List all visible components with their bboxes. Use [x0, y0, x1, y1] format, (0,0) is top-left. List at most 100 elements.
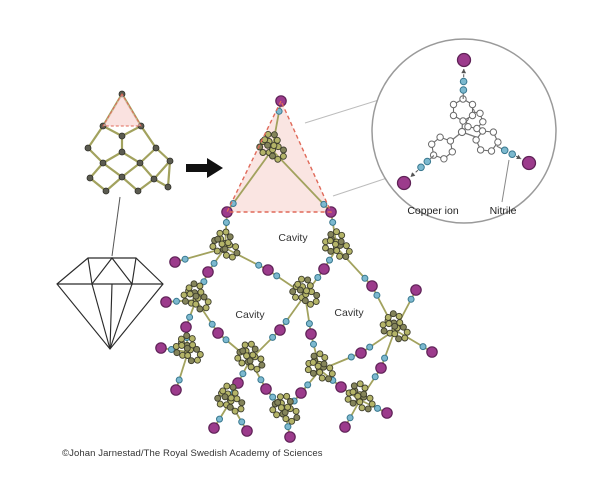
- carbon-atom: [246, 357, 254, 365]
- lattice-bond: [87, 125, 104, 149]
- carbon-atom: [231, 407, 239, 415]
- nitrile-group-atom: [284, 423, 292, 431]
- nitrile-group-atom: [167, 346, 175, 353]
- carbon-atom: [189, 341, 197, 349]
- carbon-atom: [181, 297, 189, 305]
- diamond-lattice-model: [84, 90, 174, 195]
- carbon-atom: [184, 352, 192, 359]
- organic-linker-cluster: [289, 275, 321, 308]
- organic-linker-cluster: [322, 228, 353, 261]
- carbon-atom: [325, 375, 332, 383]
- carbon-atom: [239, 347, 247, 355]
- copper-ion-atom: [260, 383, 272, 395]
- network-linker-clusters: [172, 130, 411, 425]
- nitrile-group-atom: [222, 336, 230, 344]
- lattice-atom: [134, 187, 142, 195]
- lattice-atom: [166, 157, 174, 165]
- carbon-atom: [350, 382, 358, 390]
- carbon-atom: [313, 291, 321, 299]
- copper-ion-atom: [396, 175, 412, 191]
- lattice-atom: [152, 144, 160, 152]
- nitrile-group-atom: [173, 297, 180, 305]
- carbon-atom: [333, 247, 341, 255]
- nitrile-group-atom: [310, 340, 317, 348]
- carbon-atom: [213, 247, 221, 255]
- carbon-atom: [292, 293, 299, 301]
- ring-atom: [449, 100, 458, 109]
- carbon-atom: [196, 305, 204, 313]
- gem-pavilion-facet-2: [109, 283, 113, 350]
- ring-atom: [464, 123, 472, 131]
- copper-ion-atom: [169, 256, 181, 268]
- carbon-atom: [368, 400, 376, 408]
- copper-ion-label: Copper ion: [407, 205, 459, 217]
- nitrile-group-atom: [320, 200, 328, 208]
- carbon-atom: [229, 383, 237, 391]
- carbon-atom: [289, 288, 297, 296]
- carbon-atom: [304, 276, 312, 284]
- carbon-atom: [361, 384, 369, 392]
- carbon-atom: [269, 406, 277, 414]
- lattice-bond: [121, 125, 142, 137]
- copper-ion-atom: [212, 327, 224, 339]
- carbon-atom: [187, 357, 195, 365]
- nitrile-group-atom: [186, 313, 194, 321]
- ring-atom: [459, 117, 467, 125]
- carbon-atom: [222, 228, 230, 236]
- carbon-atom: [342, 242, 350, 250]
- carbon-atom: [177, 335, 185, 343]
- carbon-atom: [312, 298, 320, 306]
- inset-bond: [429, 155, 435, 160]
- carbon-atom: [173, 349, 181, 357]
- organic-linker-cluster: [172, 332, 204, 365]
- nitrile-group-atom: [423, 157, 432, 166]
- lattice-bond: [121, 162, 141, 178]
- carbon-atom: [399, 323, 407, 331]
- carbon-atom: [280, 146, 287, 154]
- copper-ion-atom: [180, 321, 192, 333]
- carbon-atom: [197, 288, 205, 296]
- ring-atom: [436, 133, 444, 141]
- carbon-atom: [349, 399, 357, 407]
- nitrile-group-atom: [314, 274, 322, 281]
- carbon-atom: [237, 405, 245, 413]
- carbon-atom: [294, 280, 302, 288]
- ring-atom: [449, 111, 458, 120]
- lattice-atom: [118, 132, 126, 140]
- carbon-atom: [204, 298, 212, 306]
- carbon-atom: [283, 392, 291, 400]
- organic-linker-cluster: [180, 280, 212, 313]
- carbon-atom: [274, 155, 282, 163]
- lattice-bond: [102, 151, 123, 164]
- carbon-atom: [349, 388, 357, 396]
- carbon-atom: [380, 327, 388, 335]
- carbon-atom: [186, 290, 194, 298]
- carbon-atom: [385, 320, 393, 328]
- nitrile-group-atom: [374, 404, 381, 412]
- nitrile-group-atom: [269, 393, 277, 401]
- carbon-atom: [221, 393, 229, 401]
- arrowhead: [461, 68, 467, 74]
- carbon-atom: [224, 239, 232, 247]
- carbon-atom: [269, 152, 276, 160]
- ring-atom: [472, 136, 480, 144]
- gem-outline: [56, 257, 164, 350]
- carbon-atom: [318, 374, 326, 382]
- nitrile-group-atom: [381, 354, 389, 362]
- copper-ion-atom: [262, 264, 274, 276]
- carbon-atom: [231, 389, 239, 397]
- lattice-bond: [166, 160, 172, 188]
- organic-linker-cluster: [209, 228, 241, 261]
- carbon-atom: [233, 249, 241, 257]
- carbon-atom: [364, 405, 372, 413]
- carbon-atom: [391, 330, 399, 338]
- magnifier-content: [396, 52, 537, 191]
- carbon-atom: [391, 322, 399, 330]
- carbon-atom: [200, 293, 208, 301]
- copper-ion-atom: [355, 347, 367, 359]
- lattice-atom: [118, 173, 126, 181]
- carbon-atom: [306, 282, 314, 290]
- carbon-atom: [192, 292, 200, 300]
- carbon-atom: [209, 243, 217, 250]
- nitrile-group-atom: [200, 278, 208, 286]
